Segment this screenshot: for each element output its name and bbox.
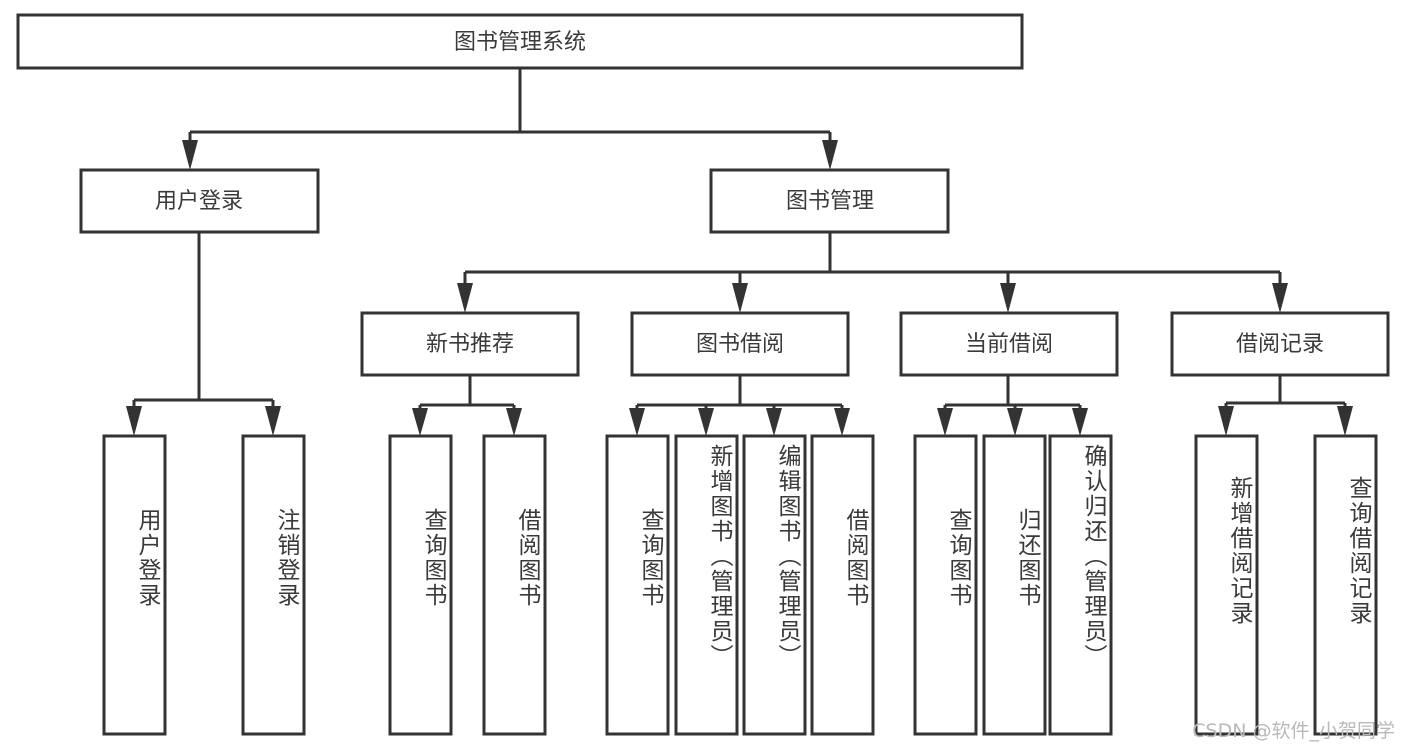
node-new-book-recommend[interactable]: 新书推荐 [360,311,580,377]
leaf-box-cb-2[interactable] [982,434,1047,736]
leaf-box-br-2[interactable] [1313,434,1378,736]
leaf-box-bb-1[interactable] [605,434,670,736]
node-root-label: 图书管理系统 [454,30,586,55]
arrow-head-leaf-user-login [126,406,142,436]
leaf-box-cb-1[interactable] [913,434,978,736]
node-book-borrow[interactable]: 图书借阅 [630,311,850,377]
node-borrow-record-label: 借阅记录 [1236,332,1324,357]
arrow-head-bb-leaf-1 [629,408,645,436]
connectors-layer [126,68,1353,436]
leaf-box-br-1[interactable] [1194,434,1259,736]
node-book-management-label: 图书管理 [786,189,874,214]
leaf-box-nbr-1[interactable] [388,434,453,736]
leaf-box-user-login-2[interactable] [241,434,306,736]
leaf-box-cb-3[interactable] [1048,434,1113,736]
leaf-boxes-layer [102,434,1378,736]
arrow-head-bb-leaf-3 [766,408,782,436]
node-user-login[interactable]: 用户登录 [79,168,320,234]
node-new-book-recommend-box [360,311,580,377]
node-current-borrow-label: 当前借阅 [965,332,1053,357]
node-book-management[interactable]: 图书管理 [709,168,950,234]
leaf-box-bb-2[interactable] [674,434,739,736]
arrow-head-bb-leaf-2 [698,408,714,436]
node-user-login-label: 用户登录 [155,189,243,214]
node-new-book-recommend-label: 新书推荐 [426,332,514,357]
arrow-head-nbr-leaf-2 [506,408,522,436]
arrow-head-cb-leaf-3 [1072,408,1088,436]
arrow-head-user-login [182,140,198,170]
node-borrow-record[interactable]: 借阅记录 [1170,311,1390,377]
arrow-head-current-borrow [1000,283,1016,313]
leaf-box-nbr-2[interactable] [482,434,547,736]
node-book-borrow-label: 图书借阅 [696,332,784,357]
leaf-box-bb-4[interactable] [810,434,875,736]
arrow-head-book-mgmt [822,140,838,170]
node-root-box [16,13,1024,70]
node-root-system[interactable]: 图书管理系统 [16,13,1024,70]
arrow-head-nbr-leaf-1 [412,408,428,436]
arrow-head-book-borrow [732,283,748,313]
node-user-login-box [79,168,320,234]
node-current-borrow[interactable]: 当前借阅 [899,311,1119,377]
node-borrow-record-box [1170,311,1390,377]
arrow-head-br-leaf-2 [1337,406,1353,436]
arrow-head-cb-leaf-1 [937,408,953,436]
node-current-borrow-box [899,311,1119,377]
arrow-head-new-book-recommend [457,283,473,313]
arrow-head-leaf-logout [265,406,281,436]
arrow-head-bb-leaf-4 [834,408,850,436]
arrow-head-br-leaf-1 [1218,406,1234,436]
leaf-box-bb-3[interactable] [742,434,807,736]
node-book-management-box [709,168,950,234]
arrow-head-cb-leaf-2 [1007,408,1023,436]
leaf-box-user-login-1[interactable] [102,434,167,736]
node-book-borrow-box [630,311,850,377]
arrow-head-borrow-record [1272,283,1288,313]
